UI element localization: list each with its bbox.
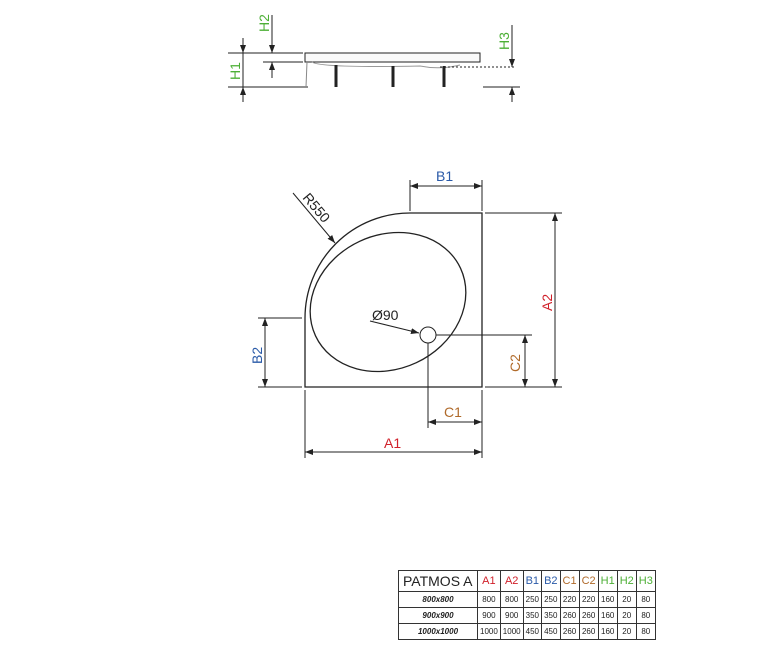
value-cell: 260: [559, 607, 580, 624]
value-cell: 80: [635, 623, 656, 640]
side-view: [228, 15, 520, 102]
value-cell: 260: [578, 623, 599, 640]
value-cell: 20: [616, 623, 637, 640]
plan-view: [258, 180, 562, 458]
col-header: A2: [499, 570, 524, 592]
a1-label: A1: [384, 435, 401, 451]
value-cell: 160: [597, 623, 618, 640]
c1-label: C1: [444, 404, 462, 420]
b2-label: B2: [249, 347, 265, 364]
c2-label: C2: [507, 354, 523, 372]
drain-label: Ø90: [372, 307, 399, 323]
col-header: C2: [578, 570, 599, 592]
value-cell: 160: [597, 607, 618, 624]
value-cell: 220: [578, 591, 599, 608]
col-header: B1: [522, 570, 543, 592]
size-cell: 800x800: [398, 591, 478, 608]
value-cell: 250: [541, 591, 561, 608]
leg-icon: [334, 65, 446, 87]
table-title: PATMOS A: [398, 570, 478, 592]
value-cell: 800: [499, 591, 524, 608]
value-cell: 220: [559, 591, 580, 608]
value-cell: 1000: [477, 623, 501, 640]
value-cell: 800: [477, 591, 501, 608]
size-cell: 900x900: [398, 607, 478, 624]
b1-label: B1: [436, 168, 453, 184]
value-cell: 450: [522, 623, 543, 640]
col-header: B2: [541, 570, 561, 592]
h3-label: H3: [496, 32, 512, 50]
value-cell: 350: [522, 607, 543, 624]
value-cell: 250: [522, 591, 543, 608]
value-cell: 260: [578, 607, 599, 624]
value-cell: 20: [616, 607, 637, 624]
h1-label: H1: [227, 62, 243, 80]
h2-label: H2: [256, 14, 272, 32]
value-cell: 450: [541, 623, 561, 640]
value-cell: 20: [616, 591, 637, 608]
col-header: H3: [635, 570, 656, 592]
a2-label: A2: [539, 294, 555, 311]
col-header: H1: [597, 570, 618, 592]
dimensions-table: PATMOS A A1 A2 B1 B2 C1 C2 H1 H2 H3 800x…: [398, 570, 656, 640]
value-cell: 260: [559, 623, 580, 640]
value-cell: 80: [635, 591, 656, 608]
drain-icon: [419, 326, 437, 344]
value-cell: 160: [597, 591, 618, 608]
col-header: C1: [559, 570, 580, 592]
value-cell: 350: [541, 607, 561, 624]
col-header: A1: [477, 570, 501, 592]
value-cell: 900: [499, 607, 524, 624]
value-cell: 900: [477, 607, 501, 624]
size-cell: 1000x1000: [398, 623, 478, 640]
col-header: H2: [616, 570, 637, 592]
value-cell: 1000: [499, 623, 524, 640]
value-cell: 80: [635, 607, 656, 624]
